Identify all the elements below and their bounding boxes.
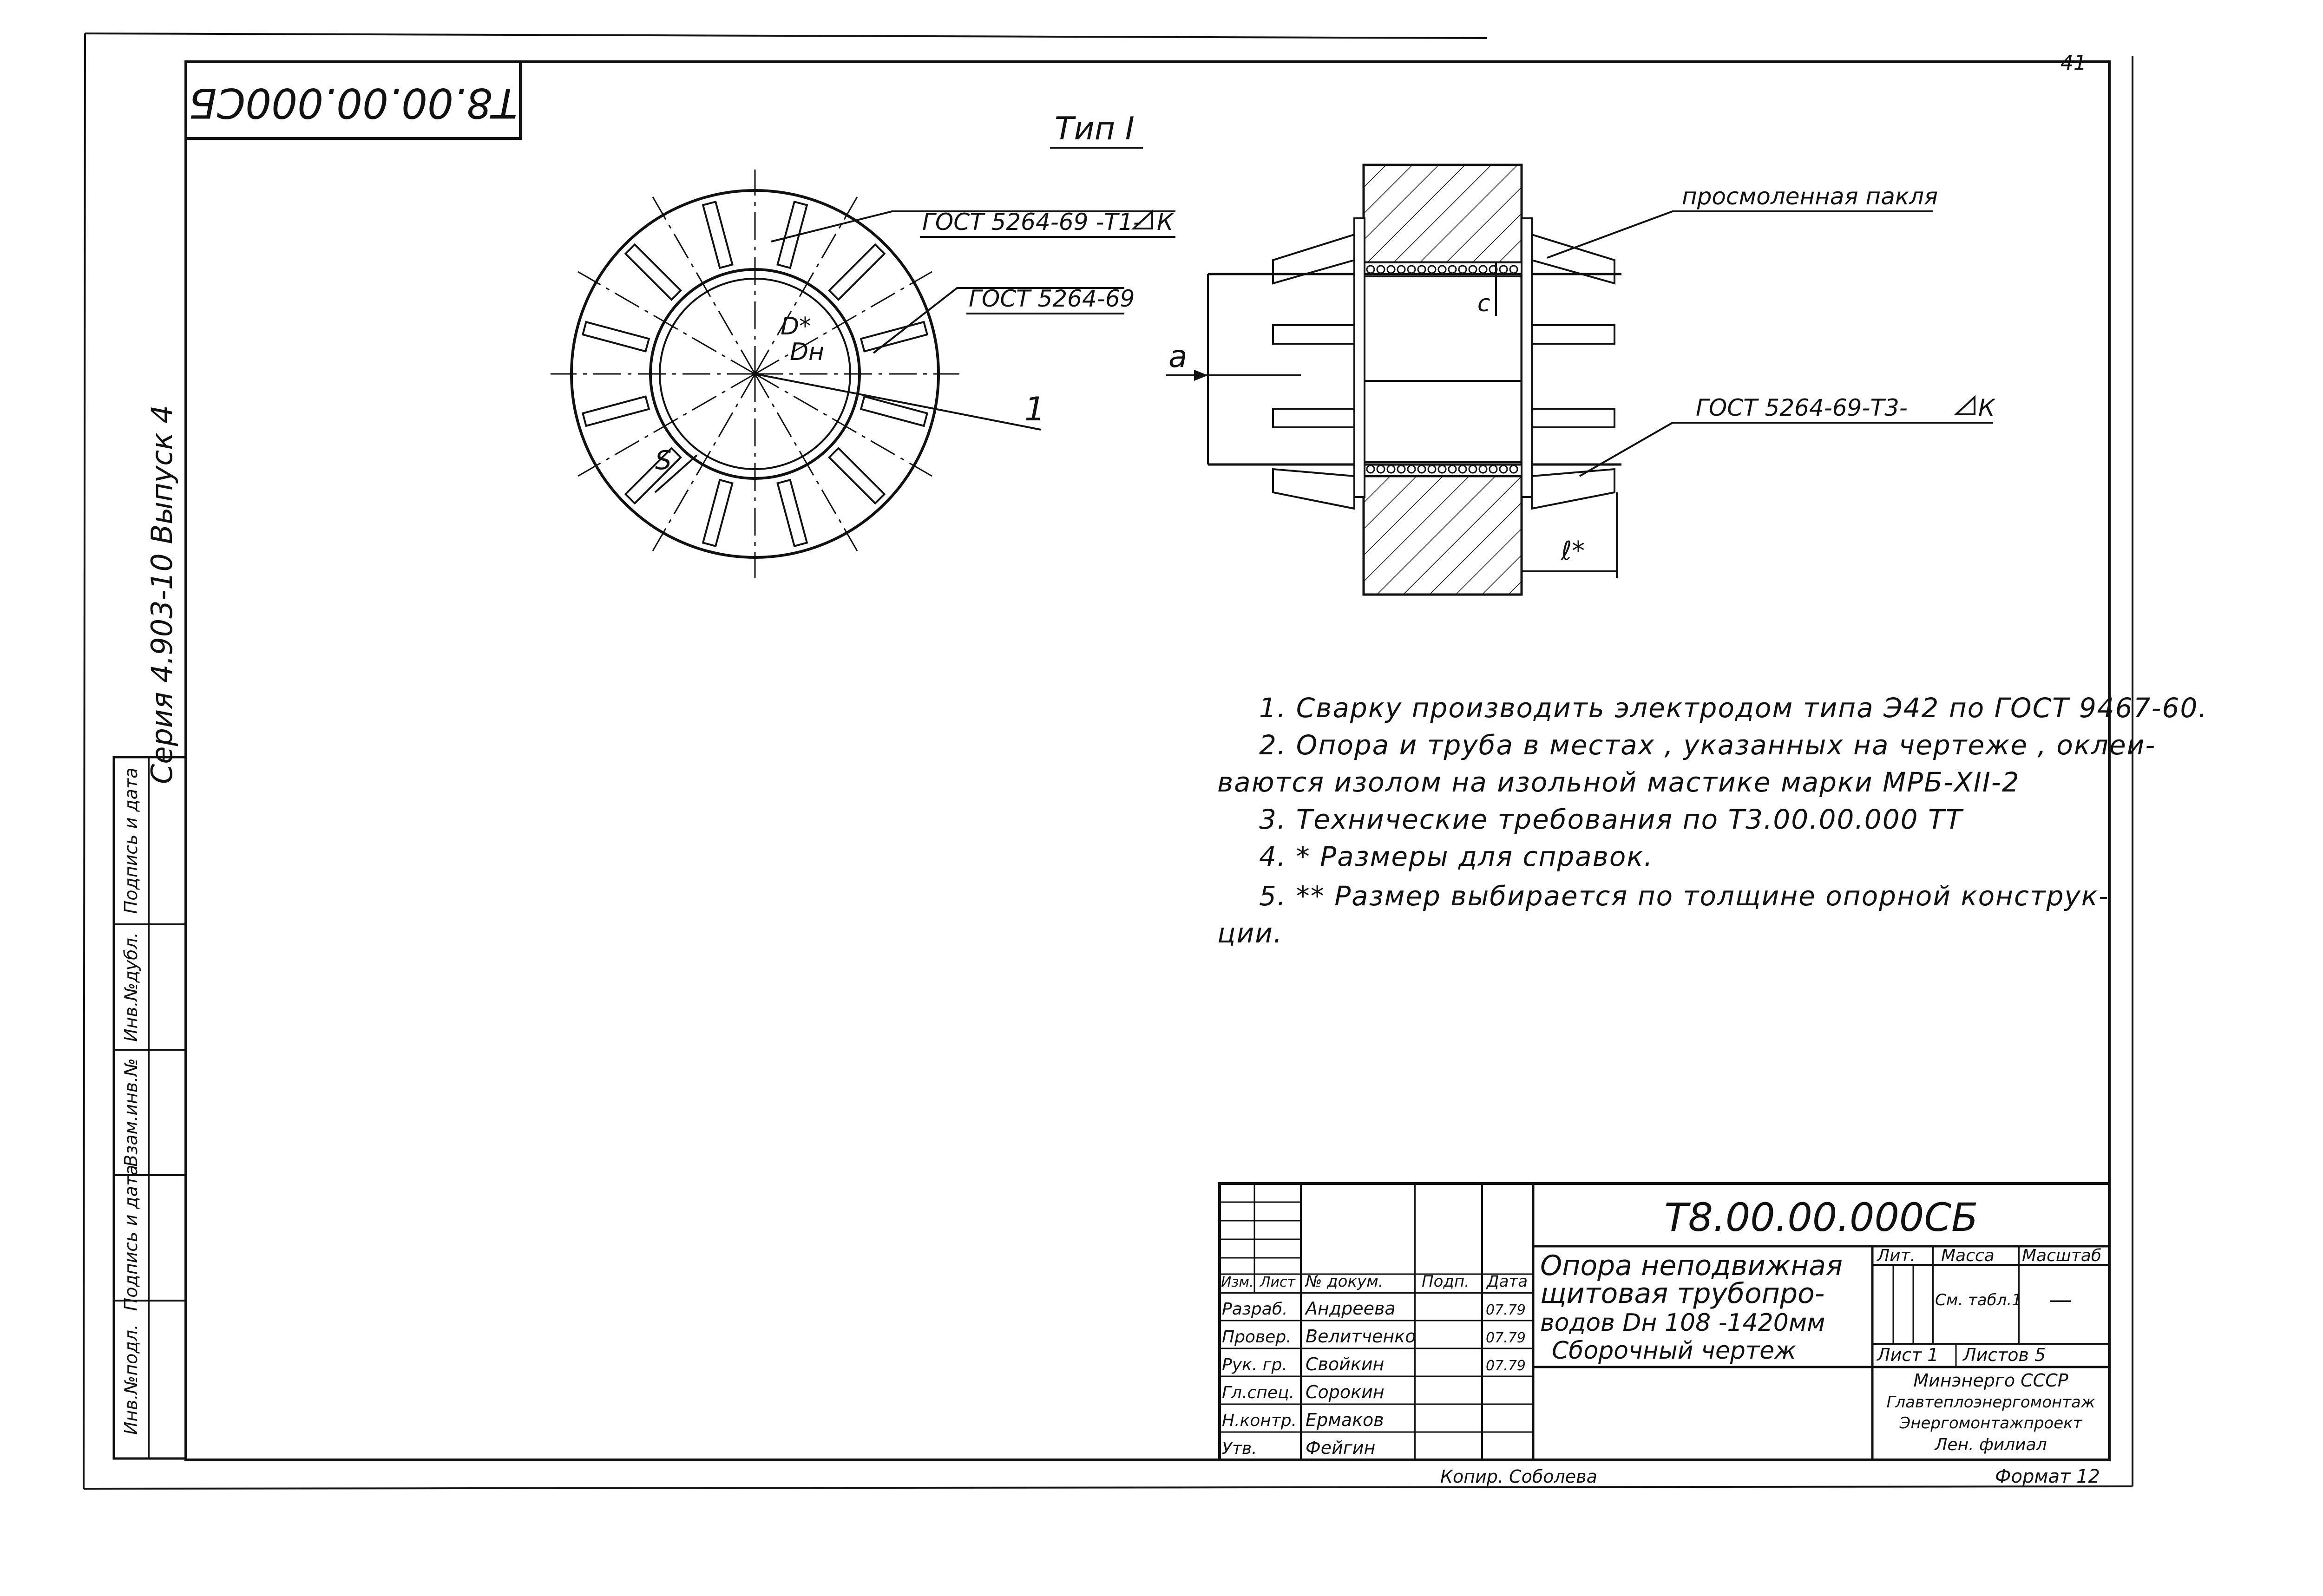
note-5-cont: ции. [1217, 917, 1283, 949]
center-line [577, 373, 755, 477]
title-line-3: водов Dн 108 -1420мм [1540, 1309, 1825, 1337]
radial-ribs [581, 200, 929, 548]
header-sign: Подп. [1422, 1272, 1470, 1291]
radial-rib [581, 395, 650, 427]
callout-gost-t3-suffix: К [1978, 394, 1996, 421]
radial-rib [624, 446, 682, 505]
signer-name: Ермаков [1306, 1410, 1384, 1430]
signer-role: Гл.спец. [1222, 1383, 1294, 1402]
sheet-label: Лист 1 [1876, 1345, 1939, 1365]
page-number: 41 [2061, 51, 2087, 75]
signer-name: Андреева [1304, 1298, 1396, 1319]
dim-dn: Dн [790, 338, 824, 366]
title-line-1: Опора неподвижная [1540, 1249, 1843, 1282]
center-line [754, 196, 858, 374]
note-2: 2. Опора и труба в местах , указанных на… [1259, 729, 2156, 761]
signer-date: 07.79 [1486, 1302, 1526, 1318]
callout-gost-t3: ГОСТ 5264-69-Т3- [1696, 394, 1908, 421]
signer-role: Рук. гр. [1222, 1355, 1287, 1374]
dim-c: с [1477, 290, 1490, 317]
dim-l: ℓ* [1561, 536, 1585, 566]
org-line-3: Энергомонтажпроект [1899, 1414, 2083, 1432]
note-1: 1. Сварку производить электродом типа Э4… [1259, 692, 2208, 724]
signer-date: 07.79 [1486, 1358, 1526, 1374]
signer-role: Разраб. [1222, 1300, 1287, 1319]
signer-role: Провер. [1222, 1328, 1292, 1347]
signer-role: Утв. [1222, 1439, 1257, 1458]
center-line [754, 373, 858, 551]
side-stamp-cell-1: Инв.№подл. [121, 1324, 141, 1435]
scale-value: — [2049, 1286, 2072, 1313]
center-line [755, 271, 932, 375]
side-stamp-cell-2: Подпись и дата [121, 1165, 141, 1311]
radial-rib [827, 243, 886, 301]
sheet-edges [83, 33, 2133, 1490]
side-stamp-cell-4: Инв.№дубл. [121, 932, 141, 1042]
center-line [577, 271, 755, 375]
callout-tarred-tow: просмоленная пакля [1682, 183, 1938, 210]
signer-name: Фейгин [1306, 1438, 1375, 1458]
format-label: Формат 12 [1995, 1466, 2100, 1487]
tarred-tow-dots [1366, 265, 1518, 474]
header-doc: № докум. [1305, 1272, 1384, 1291]
note-3: 3. Технические требования по Т3.00.00.00… [1259, 804, 1963, 835]
radial-rib [624, 243, 682, 301]
section-view [1166, 164, 1993, 596]
title-line-4: Сборочный чертеж [1552, 1337, 1796, 1365]
callout-gost-t1-suffix: К [1157, 209, 1175, 235]
copied-by: Копир. Соболева [1440, 1466, 1597, 1487]
signer-name: Сорокин [1306, 1382, 1385, 1402]
title-line-2: щитовая трубопро- [1540, 1277, 1824, 1310]
signer-name: Свойкин [1306, 1354, 1384, 1374]
org-line-2: Главтеплоэнергомонтаж [1886, 1393, 2095, 1412]
radial-rib [581, 321, 650, 353]
center-line [652, 373, 756, 551]
radial-center-lines [551, 170, 959, 578]
radial-rib [776, 200, 808, 269]
radial-rib [702, 478, 734, 548]
circular-view [551, 170, 1175, 578]
corner-designation-box: Т8.00.00.000СБ [184, 60, 522, 140]
dim-d-star: D* [781, 313, 811, 340]
dim-a: а [1168, 339, 1187, 374]
mass-label: Масса [1941, 1246, 1995, 1265]
side-stamp-cell-3: Взам.инв.№ [121, 1058, 141, 1167]
dim-s: S [655, 445, 672, 476]
scale-label: Масштаб [2022, 1246, 2101, 1265]
signer-role: Н.контр. [1222, 1411, 1297, 1430]
org-line-4: Лен. филиал [1934, 1435, 2047, 1454]
side-stamp: Инв.№подл. Подпись и дата Взам.инв.№ Инв… [112, 756, 187, 1460]
header-date: Дата [1486, 1272, 1528, 1291]
radial-rib [860, 395, 929, 427]
callout-gost-t1: ГОСТ 5264-69 -Т1- [922, 209, 1142, 235]
header-list: Лист [1260, 1274, 1296, 1290]
note-4: 4. * Размеры для справок. [1259, 841, 1654, 872]
title-block [1218, 1182, 2111, 1461]
lit-label: Лит. [1876, 1246, 1916, 1265]
callout-position-1: 1 [1024, 390, 1045, 428]
view-type-label: Тип I [1055, 111, 1135, 147]
signer-date: 07.79 [1486, 1330, 1526, 1346]
note-2-cont: ваются изолом на изольной мастике марки … [1217, 766, 2020, 798]
radial-rib [702, 200, 734, 269]
corner-designation: Т8.00.00.000СБ [189, 79, 517, 127]
radial-rib [776, 478, 808, 548]
designation: Т8.00.00.000СБ [1664, 1195, 1978, 1240]
org-line-1: Минэнерго СССР [1913, 1370, 2068, 1391]
header-izm: Изм. [1221, 1274, 1254, 1290]
signer-name: Велитченко [1306, 1326, 1416, 1347]
side-stamp-cell-5: Подпись и дата [121, 768, 141, 914]
center-line [755, 373, 932, 477]
sheets-label: Листов 5 [1962, 1345, 2046, 1365]
series-label: Серия 4.903-10 Выпуск 4 [145, 405, 179, 784]
note-5: 5. ** Размер выбирается по толщине опорн… [1259, 880, 2109, 912]
mass-value: См. табл.1 [1935, 1291, 2022, 1309]
callout-gost-plain: ГОСТ 5264-69 [969, 285, 1135, 312]
radial-rib [827, 446, 886, 505]
center-line [652, 196, 756, 374]
